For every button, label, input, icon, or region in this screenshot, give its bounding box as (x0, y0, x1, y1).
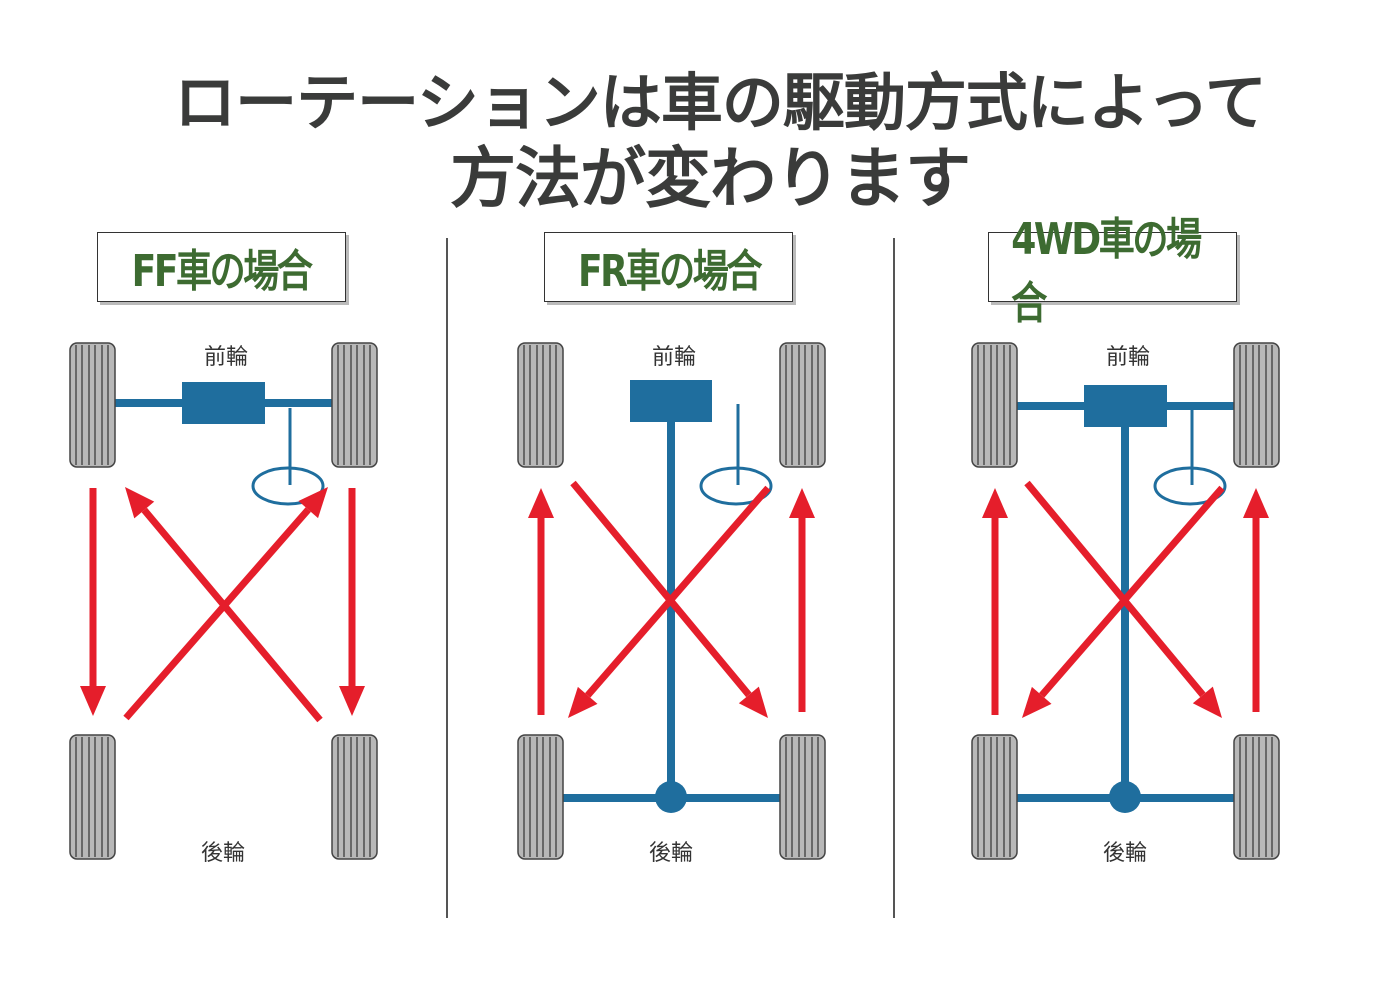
tire-body (1233, 734, 1280, 860)
tire-body (69, 342, 116, 468)
rotation-arrow-shaft (570, 480, 752, 698)
engine-block (182, 382, 265, 424)
tire (331, 734, 378, 860)
tire (331, 342, 378, 468)
fr-title: FR車の場合 (577, 246, 762, 297)
rotation-arrow-head (1243, 488, 1269, 518)
steering-wheel-icon (1153, 466, 1227, 506)
rear-wheel-label: 後輪 (201, 841, 245, 866)
rotation-arrow-shaft (141, 507, 323, 723)
rotation-arrow-head (528, 488, 554, 518)
tire-body (331, 734, 378, 860)
tire (69, 342, 116, 468)
tire (1233, 342, 1280, 468)
rotation-arrow-head (125, 487, 155, 519)
rotation-arrow-head (298, 487, 328, 519)
tire (1233, 734, 1280, 860)
rotation-arrow-head (1192, 686, 1222, 718)
tire-body (517, 342, 564, 468)
tire-body (1233, 342, 1280, 468)
fr-title-box: FR車の場合 (544, 232, 793, 302)
tire-body (971, 342, 1018, 468)
front-wheel-label: 前輪 (652, 345, 696, 370)
differential (1109, 781, 1141, 813)
4wd-title-box: 4WD車の場合 (988, 214, 1237, 329)
rear-wheel-label: 後輪 (649, 841, 693, 866)
rear-wheel-label: 後輪 (1103, 841, 1147, 866)
rotation-arrow-shaft (1039, 485, 1225, 698)
tire-body (331, 342, 378, 468)
rotation-arrow-shaft (1024, 480, 1206, 698)
steering-wheel-icon (251, 466, 325, 506)
tire (971, 734, 1018, 860)
ff-title-box: FF車の場合 (97, 232, 346, 302)
tire (517, 342, 564, 468)
steering-wheel-icon (699, 466, 773, 506)
tire-body (779, 734, 826, 860)
differential (655, 781, 687, 813)
divider (446, 238, 448, 918)
rotation-arrow-head (568, 686, 598, 718)
tire (779, 734, 826, 860)
main-title-line1: ローテーションは車の駆動方式によって (174, 66, 1267, 139)
tire-body (971, 734, 1018, 860)
main-title-line2: 方法が変わります (450, 140, 971, 217)
rotation-arrow-head (339, 686, 365, 716)
rotation-arrow-shaft (123, 507, 311, 721)
tire-body (69, 734, 116, 860)
tire-body (779, 342, 826, 468)
rotation-arrow-head (982, 488, 1008, 518)
tire-body (517, 734, 564, 860)
rotation-arrow-shaft (585, 485, 771, 698)
rotation-arrow-head (738, 686, 768, 718)
tire (779, 342, 826, 468)
front-wheel-label: 前輪 (1106, 345, 1150, 370)
front-wheel-label: 前輪 (204, 345, 248, 370)
rotation-arrow-head (1022, 686, 1052, 718)
rotation-arrow-head (80, 686, 106, 716)
tire (69, 734, 116, 860)
tire (971, 342, 1018, 468)
tire (517, 734, 564, 860)
ff-title: FF車の場合 (132, 246, 313, 297)
divider (893, 238, 895, 918)
4wd-title: 4WD車の場合 (1011, 214, 1202, 329)
rotation-arrow-head (789, 488, 815, 518)
